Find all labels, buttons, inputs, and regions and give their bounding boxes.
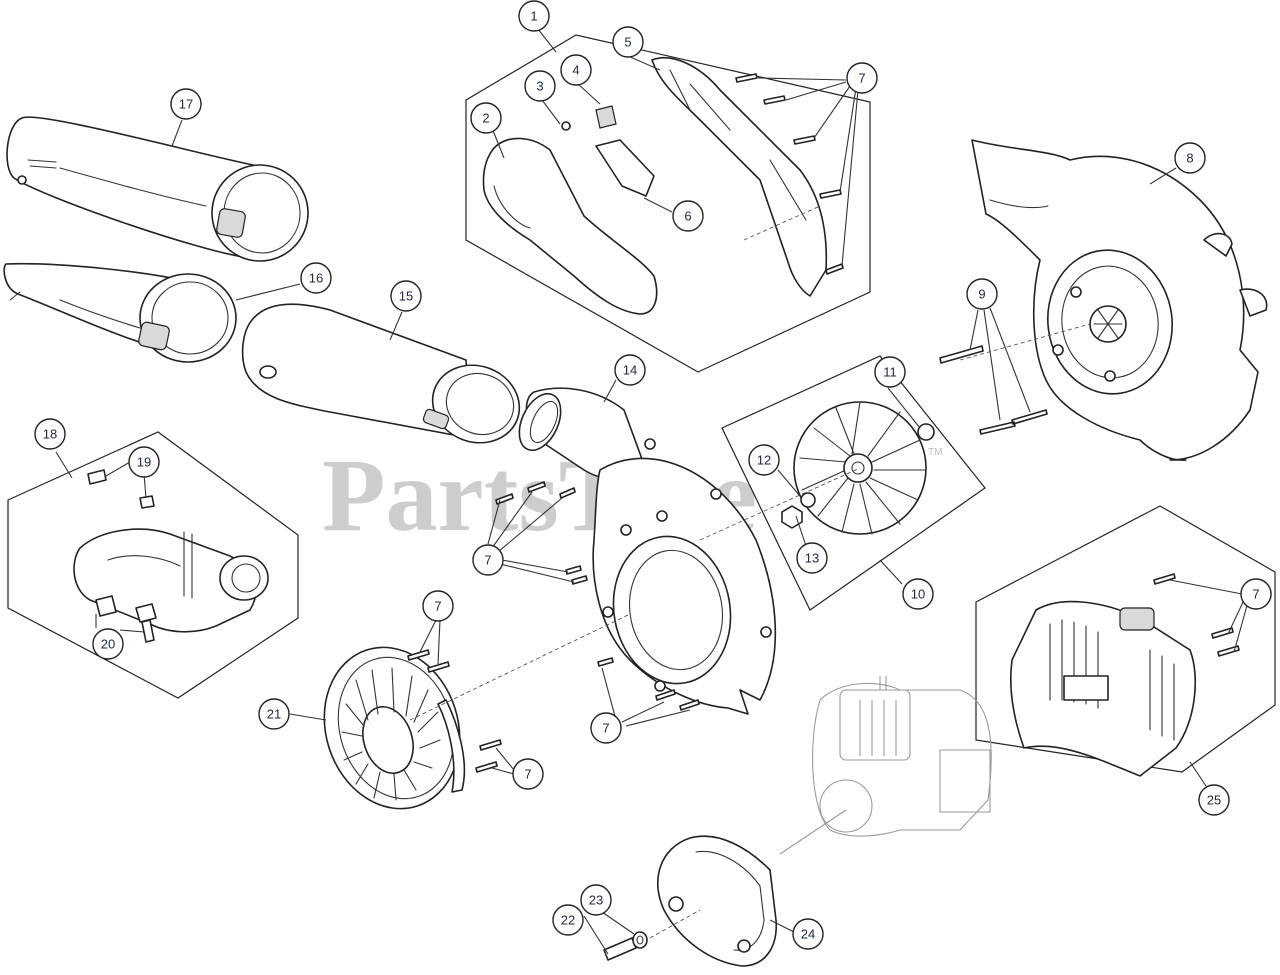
callout-17: 17 [170, 88, 202, 120]
pin-and-washer [603, 931, 648, 961]
callout-8: 8 [1174, 142, 1206, 174]
svg-text:3: 3 [536, 79, 543, 94]
callout-21: 21 [258, 698, 290, 730]
assembly-axes [409, 205, 1091, 939]
svg-text:6: 6 [684, 209, 691, 224]
callout-7-intake-top: 7 [422, 590, 454, 622]
fan-impeller [781, 401, 935, 535]
engine-cover [1009, 600, 1197, 777]
callout-11: 11 [874, 356, 906, 388]
svg-text:18: 18 [43, 427, 57, 442]
intake-grille [323, 646, 466, 810]
svg-text:7: 7 [858, 71, 865, 86]
svg-text:2: 2 [482, 111, 489, 126]
svg-text:5: 5 [624, 35, 631, 50]
callout-23: 23 [580, 884, 612, 916]
engine-assembly-ghost [779, 676, 992, 855]
callout-19: 19 [128, 446, 160, 478]
svg-text:4: 4 [572, 63, 579, 78]
engine-cover-group-frame [975, 505, 1276, 773]
svg-text:15: 15 [399, 289, 413, 304]
svg-text:7: 7 [484, 553, 491, 568]
callout-15: 15 [390, 280, 422, 312]
callout-16: 16 [300, 262, 332, 294]
svg-text:20: 20 [101, 637, 115, 652]
svg-text:12: 12 [757, 453, 771, 468]
svg-text:22: 22 [561, 913, 575, 928]
fuel-tank-group-frame [7, 431, 299, 699]
svg-text:19: 19 [137, 455, 151, 470]
callout-7-intake-bottom: 7 [512, 758, 544, 790]
svg-text:7: 7 [1252, 587, 1259, 602]
svg-text:13: 13 [805, 551, 819, 566]
handle-assembly [482, 56, 828, 315]
engine-shroud [971, 139, 1268, 461]
blower-elbow [518, 387, 647, 481]
fan-group-frame [721, 355, 986, 611]
callout-7-elbow: 7 [472, 544, 504, 576]
svg-text:7: 7 [434, 599, 441, 614]
svg-text:7: 7 [602, 721, 609, 736]
callout-13: 13 [796, 542, 828, 574]
callout-1: 1 [518, 0, 550, 32]
callout-10: 10 [902, 578, 934, 610]
svg-text:8: 8 [1186, 151, 1193, 166]
svg-text:24: 24 [801, 927, 815, 942]
svg-text:25: 25 [1207, 793, 1221, 808]
svg-text:9: 9 [978, 287, 985, 302]
blower-tube-long [6, 116, 309, 262]
svg-text:14: 14 [623, 363, 637, 378]
watermark-trademark: TM [928, 447, 942, 458]
callout-3: 3 [524, 70, 556, 102]
svg-text:17: 17 [179, 97, 193, 112]
callout-20: 20 [92, 628, 124, 660]
svg-text:1: 1 [530, 9, 537, 24]
leader-lines [55, 23, 1249, 955]
svg-text:11: 11 [883, 365, 897, 380]
svg-text:7: 7 [524, 767, 531, 782]
svg-text:21: 21 [267, 707, 281, 722]
callout-6: 6 [672, 200, 704, 232]
callout-7-cover: 7 [1240, 578, 1272, 610]
callout-18: 18 [34, 418, 66, 450]
callout-24: 24 [792, 918, 824, 950]
svg-text:23: 23 [589, 893, 603, 908]
screws [407, 73, 1240, 773]
callout-14: 14 [614, 354, 646, 386]
callout-9: 9 [966, 278, 998, 310]
blower-nozzle [3, 262, 237, 363]
blower-tube-middle [241, 303, 521, 444]
callout-2: 2 [470, 102, 502, 134]
callout-7-handle: 7 [846, 62, 878, 94]
callout-22: 22 [552, 904, 584, 936]
callout-4: 4 [560, 54, 592, 86]
fuel-tank-assembly [73, 469, 269, 643]
crankcase-cover [656, 835, 777, 967]
blower-housing [592, 438, 777, 715]
svg-text:16: 16 [309, 271, 323, 286]
callout-12: 12 [748, 444, 780, 476]
handle-group-frame [465, 34, 871, 373]
callout-5: 5 [612, 26, 644, 58]
svg-text:10: 10 [911, 587, 925, 602]
callout-25: 25 [1198, 784, 1230, 816]
callout-7-housing: 7 [590, 712, 622, 744]
